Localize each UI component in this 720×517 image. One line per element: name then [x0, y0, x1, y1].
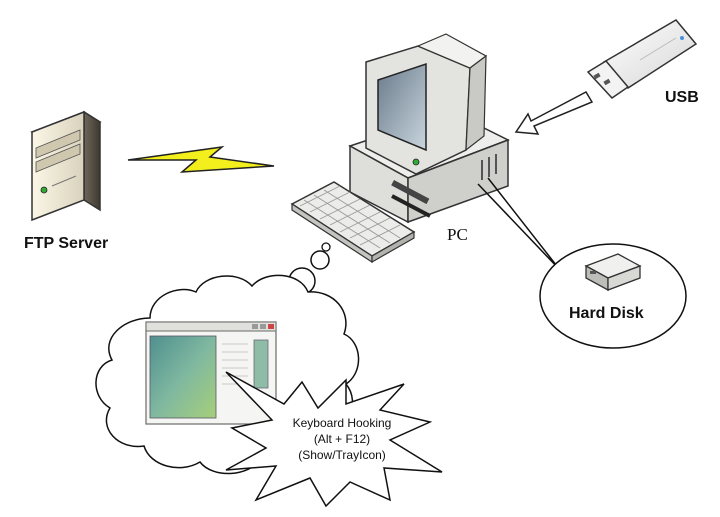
usb-drive-icon [586, 19, 698, 99]
usb-transfer-arrow-icon [514, 91, 594, 135]
keyboard-hooking-starburst [225, 371, 443, 508]
app-window-icon [145, 321, 277, 425]
ftp-server-label: FTP Server [24, 235, 108, 252]
thought-dot-medium [310, 250, 330, 270]
hard-disk-bubble [539, 243, 687, 349]
thought-dot-large [321, 242, 331, 252]
usb-label: USB [665, 89, 699, 106]
ftp-server-icon [30, 110, 102, 222]
desktop-pc-icon [348, 33, 510, 224]
hooking-line-3: (Show/TrayIcon) [298, 448, 386, 462]
hard-disk-label: Hard Disk [569, 305, 644, 322]
pc-label: PC [447, 225, 468, 244]
hooking-line-1: Keyboard Hooking [293, 416, 392, 430]
hard-disk-icon [584, 253, 642, 292]
hooking-line-2: (Alt + F12) [314, 432, 370, 446]
connection-bolt-icon [127, 145, 275, 173]
keyboard-icon [290, 181, 416, 264]
